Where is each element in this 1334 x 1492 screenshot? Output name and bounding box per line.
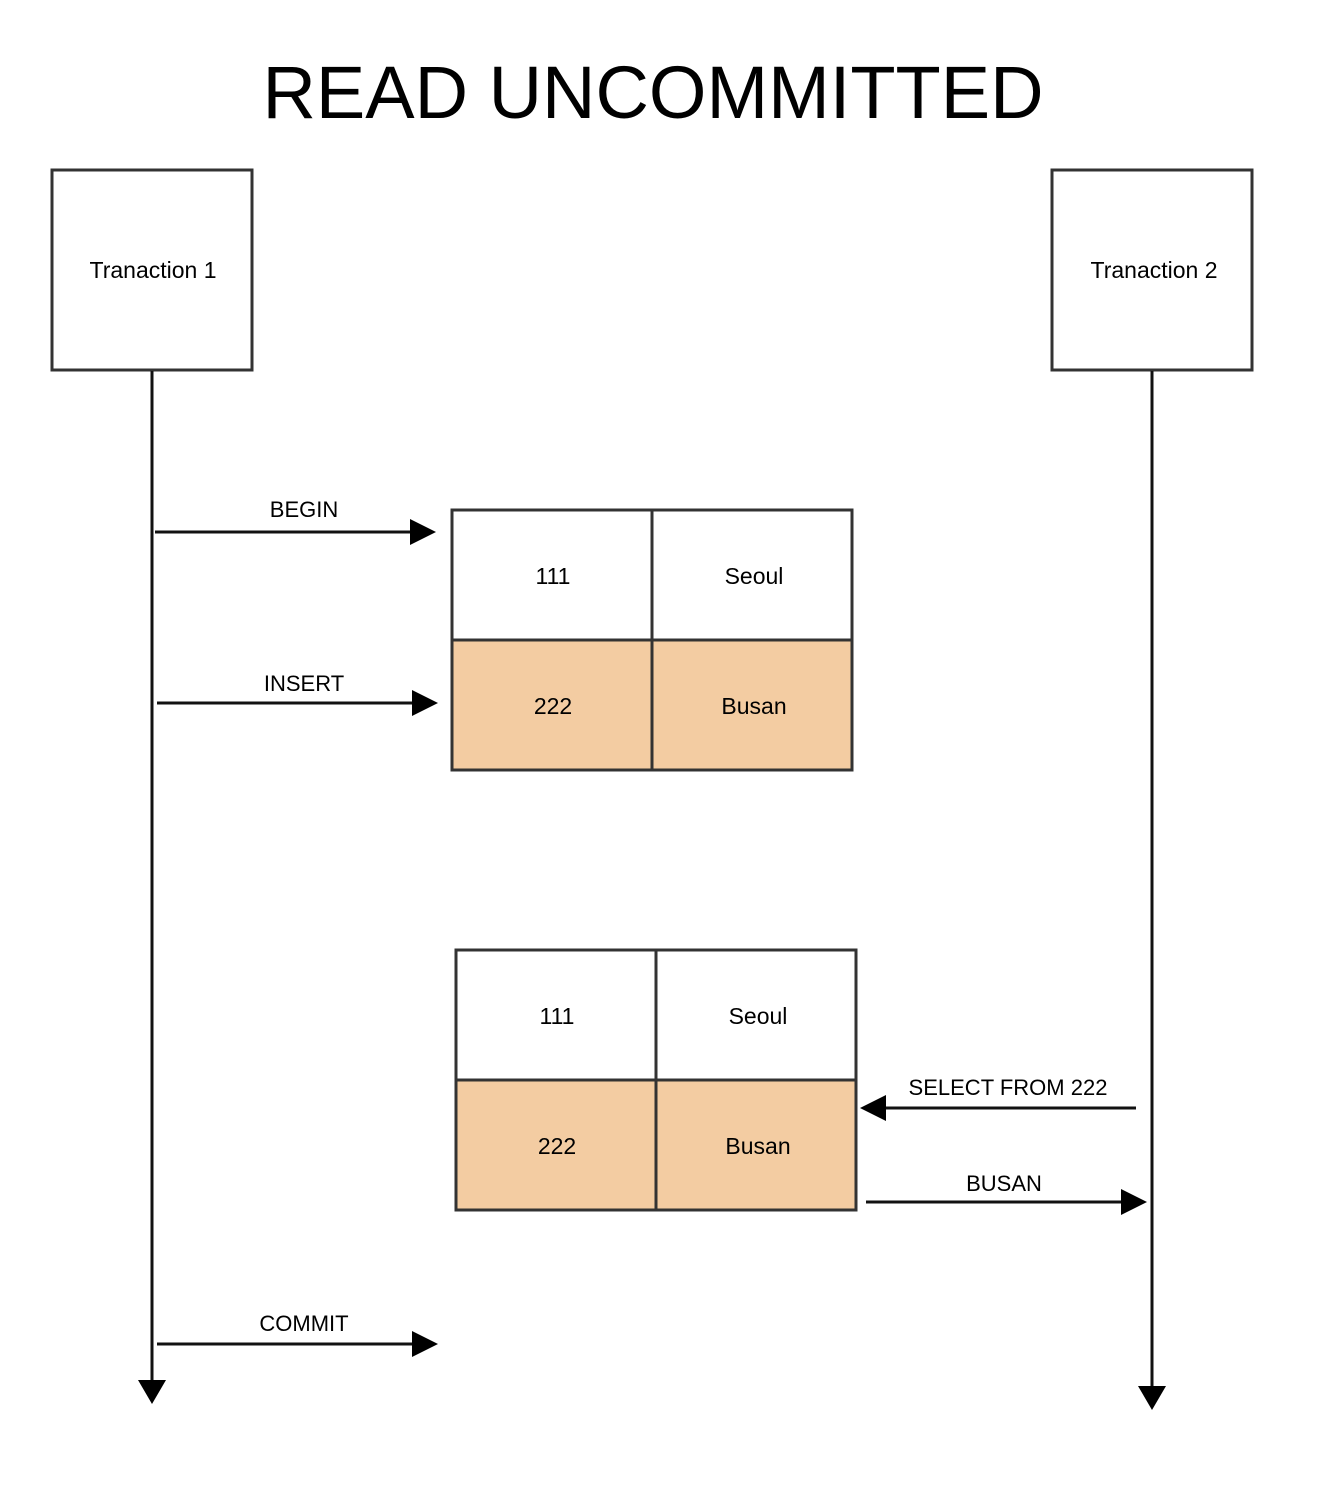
- message-label: SELECT FROM 222: [909, 1075, 1108, 1100]
- participant-label: Tranaction 2: [1091, 257, 1218, 283]
- lifeline-transaction-1: [138, 371, 166, 1404]
- table-cell-uncommitted: [650, 638, 854, 772]
- message-label: COMMIT: [259, 1311, 348, 1336]
- cell-city: Busan: [721, 693, 786, 719]
- table-cell-uncommitted: [454, 1078, 658, 1212]
- arrow-left-icon: [860, 1095, 886, 1121]
- message-select: SELECT FROM 222: [860, 1075, 1136, 1121]
- cell-id: 222: [538, 1133, 576, 1159]
- message-label: INSERT: [264, 671, 344, 696]
- participant-transaction-1: Tranaction 1: [50, 168, 254, 372]
- cell-id: 111: [536, 563, 571, 589]
- table-cell: [450, 508, 654, 642]
- message-label: BEGIN: [270, 497, 338, 522]
- cell-id: 222: [534, 693, 572, 719]
- message-begin: BEGIN: [155, 497, 436, 545]
- arrow-right-icon: [410, 519, 436, 545]
- diagram-title: READ UNCOMMITTED: [262, 51, 1043, 134]
- arrow-right-icon: [412, 690, 438, 716]
- table-during-select: 111 Seoul 222 Busan: [454, 948, 858, 1212]
- participant-box: [1050, 168, 1254, 372]
- cell-city: Seoul: [725, 563, 784, 589]
- message-label: BUSAN: [966, 1171, 1042, 1196]
- participant-transaction-2: Tranaction 2: [1050, 168, 1254, 372]
- table-cell: [650, 508, 854, 642]
- participant-box: [50, 168, 254, 372]
- arrow-right-icon: [1121, 1189, 1147, 1215]
- lifeline-arrowhead-icon: [1138, 1386, 1166, 1410]
- lifeline-transaction-2: [1138, 371, 1166, 1410]
- message-busan: BUSAN: [866, 1171, 1147, 1215]
- message-commit: COMMIT: [157, 1311, 438, 1357]
- table-after-insert: 111 Seoul 222 Busan: [450, 508, 854, 772]
- cell-id: 111: [540, 1003, 575, 1029]
- cell-city: Seoul: [729, 1003, 788, 1029]
- cell-city: Busan: [725, 1133, 790, 1159]
- table-cell-uncommitted: [654, 1078, 858, 1212]
- table-cell: [454, 948, 658, 1082]
- arrow-right-icon: [412, 1331, 438, 1357]
- participant-label: Tranaction 1: [90, 257, 217, 283]
- message-insert: INSERT: [157, 671, 438, 716]
- lifeline-arrowhead-icon: [138, 1380, 166, 1404]
